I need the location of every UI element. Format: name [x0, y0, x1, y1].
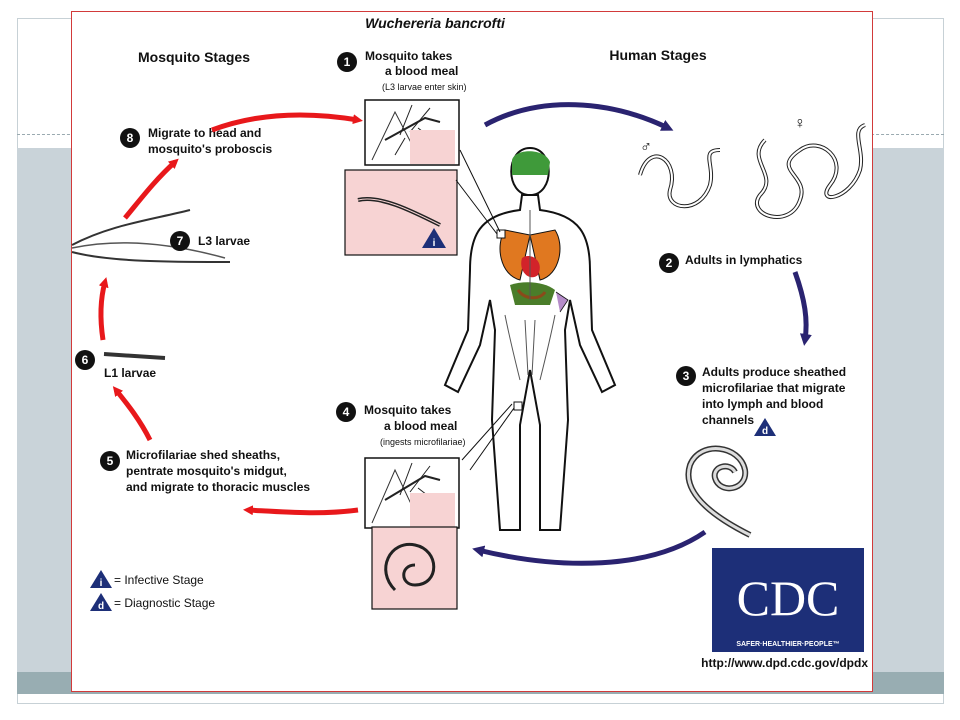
svg-text:pentrate mosquito's midgut,: pentrate mosquito's midgut, [126, 464, 287, 478]
svg-text:into lymph and blood: into lymph and blood [702, 397, 823, 411]
arrow-mosquito-5 [211, 112, 363, 133]
arrow-mosquito-1 [243, 505, 359, 516]
cdc-logo-text: CDC [737, 570, 840, 626]
cdc-tagline: SAFER·HEALTHIER·PEOPLE™ [736, 641, 839, 648]
svg-text:Mosquito takes: Mosquito takes [364, 403, 452, 417]
svg-text:Microfilariae shed sheaths,: Microfilariae shed sheaths, [126, 448, 280, 462]
svg-text:channels: channels [702, 413, 754, 427]
arrow-mosquito-3 [98, 277, 109, 341]
human-stages-heading: Human Stages [609, 47, 706, 63]
legend-infective-label: = Infective Stage [114, 573, 204, 587]
stage-6: 6 L1 larvae [75, 350, 166, 380]
diagnostic-stage-icon [754, 418, 776, 436]
svg-text:8: 8 [127, 131, 134, 145]
svg-text:d: d [98, 601, 104, 612]
stage-8: 8 Migrate to head and mosquito's probosc… [120, 126, 273, 156]
svg-text:L1 larvae: L1 larvae [104, 366, 156, 380]
diagram-title: Wuchereria bancrofti [365, 15, 506, 31]
svg-text:i: i [100, 578, 103, 589]
svg-text:Adults in lymphatics: Adults in lymphatics [685, 253, 803, 267]
l3-larva-inset: i [344, 169, 458, 256]
svg-text:L3 larvae: L3 larvae [198, 234, 250, 248]
adult-worms: ♂ ♀ [638, 115, 866, 219]
arrow-human-3 [472, 529, 707, 566]
svg-text:microfilariae that migrate: microfilariae that migrate [702, 381, 846, 395]
svg-text:Adults produce sheathed: Adults produce sheathed [702, 365, 846, 379]
stage-label: a blood meal [385, 64, 458, 78]
svg-text:6: 6 [82, 353, 89, 367]
cdc-logo: CDC SAFER·HEALTHIER·PEOPLE™ [712, 548, 864, 652]
infective-stage-icon [422, 228, 446, 248]
stage-label: Mosquito takes [365, 49, 453, 63]
stage-2: 2 Adults in lymphatics [659, 253, 803, 273]
svg-text:and migrate to thoracic muscle: and migrate to thoracic muscles [126, 480, 310, 494]
arrow-human-1 [483, 102, 674, 131]
legend-diagnostic-label: = Diagnostic Stage [114, 596, 215, 610]
svg-text:(ingests microfilariae): (ingests microfilariae) [380, 437, 466, 447]
svg-text:2: 2 [666, 256, 673, 270]
svg-text:Migrate to head and: Migrate to head and [148, 126, 261, 140]
stage-number-badge [337, 52, 357, 72]
stage-1: 1 Mosquito takes a blood meal (L3 larvae… [337, 49, 467, 92]
arrow-mosquito-2 [112, 386, 153, 442]
arrow-mosquito-4 [123, 158, 179, 220]
diagnostic-stage-icon [90, 593, 112, 611]
svg-text:a blood meal: a blood meal [384, 419, 457, 433]
microfilaria-inset [371, 526, 458, 610]
stage-number: 1 [344, 55, 351, 69]
svg-text:3: 3 [683, 369, 690, 383]
infective-symbol: i [433, 238, 436, 249]
mosquito-feeding-image-1 [364, 99, 460, 166]
stage-7: 7 L3 larvae [71, 209, 250, 263]
arrow-human-2 [792, 271, 812, 346]
mosquito-stages-heading: Mosquito Stages [138, 49, 250, 65]
sheathed-microfilaria [685, 445, 752, 538]
stage-note: (L3 larvae enter skin) [382, 82, 467, 92]
legend: i = Infective Stage d = Diagnostic Stage [90, 570, 215, 612]
stage-3: 3 Adults produce sheathed microfilariae … [676, 365, 846, 437]
infective-stage-icon [90, 570, 112, 588]
svg-text:4: 4 [343, 405, 350, 419]
svg-text:5: 5 [107, 454, 114, 468]
source-url: http://www.dpd.cdc.gov/dpdx [701, 656, 868, 670]
stage-4: 4 Mosquito takes a blood meal (ingests m… [336, 402, 466, 447]
human-body-figure [443, 146, 617, 531]
svg-text:7: 7 [177, 234, 184, 248]
stage-5: 5 Microfilariae shed sheaths, pentrate m… [100, 448, 310, 494]
female-symbol: ♀ [794, 115, 806, 132]
svg-text:d: d [762, 426, 768, 437]
male-symbol: ♂ [640, 139, 652, 156]
mosquito-feeding-image-2 [364, 457, 460, 529]
svg-text:mosquito's proboscis: mosquito's proboscis [148, 142, 273, 156]
